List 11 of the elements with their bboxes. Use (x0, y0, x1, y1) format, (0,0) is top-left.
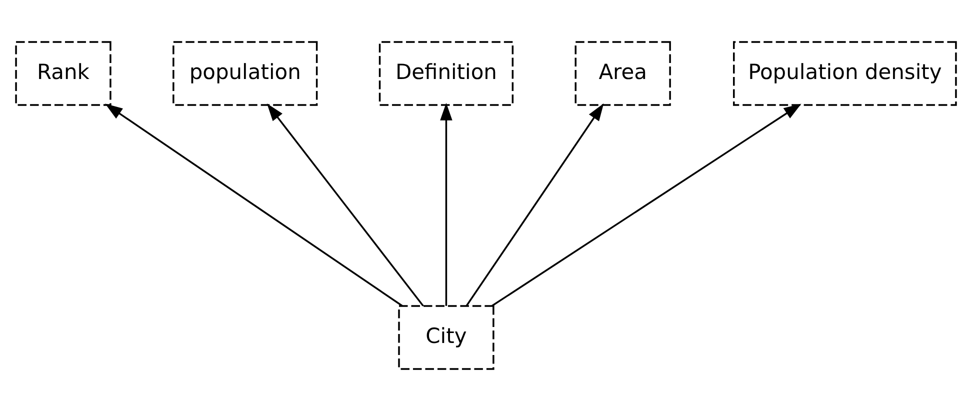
node-box: population (172, 40, 318, 106)
arrow (440, 102, 452, 306)
arrow (466, 102, 604, 306)
node-box: Population density (733, 40, 957, 106)
node-box: Definition (378, 40, 514, 106)
node-box: Rank (15, 40, 112, 106)
node-box: Area (574, 40, 671, 106)
node-box: City (398, 304, 494, 370)
arrow (105, 103, 403, 306)
arrow (266, 102, 424, 306)
arrow (491, 103, 802, 306)
